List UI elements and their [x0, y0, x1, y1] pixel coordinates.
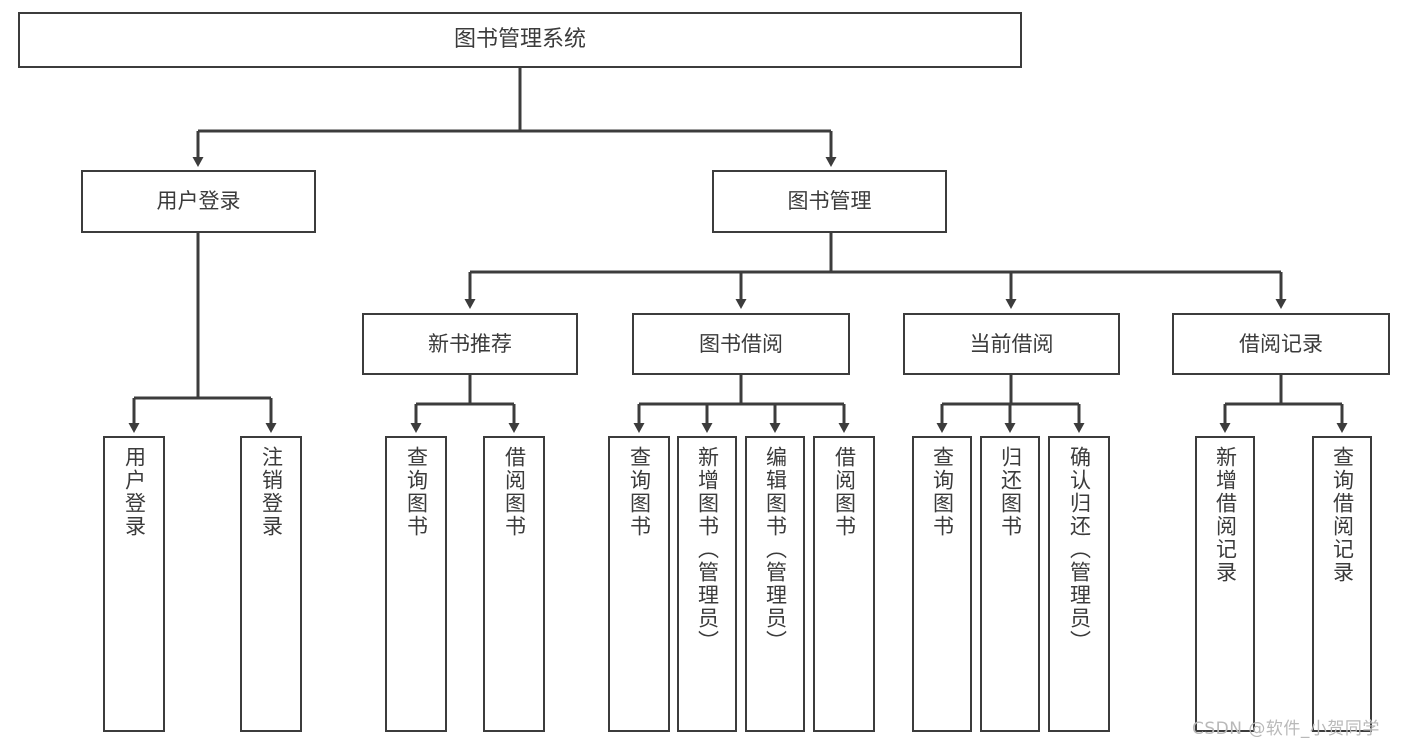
node-leaf-user-login-label: 用户登录: [122, 446, 147, 538]
node-leaf-confirm-return-label: 确认归还（管理员）: [1067, 446, 1092, 653]
node-leaf-add-book-label: 新增图书（管理员）: [695, 446, 720, 653]
node-leaf-query-record-label: 查询借阅记录: [1330, 446, 1355, 584]
node-leaf-user-logout[interactable]: 注销登录: [240, 436, 302, 732]
node-leaf-return-book-label: 归还图书: [998, 446, 1023, 538]
node-book-borrow-label: 图书借阅: [699, 331, 783, 356]
csdn-watermark: CSDN @软件_小贺同学: [1192, 719, 1380, 739]
node-leaf-borrow-book-1-label: 借阅图书: [502, 446, 527, 538]
node-new-book-recommend[interactable]: 新书推荐: [362, 313, 578, 375]
node-leaf-query-book-3[interactable]: 查询图书: [912, 436, 972, 732]
node-current-borrow[interactable]: 当前借阅: [903, 313, 1120, 375]
node-leaf-confirm-return[interactable]: 确认归还（管理员）: [1048, 436, 1110, 732]
node-leaf-query-book-1[interactable]: 查询图书: [385, 436, 447, 732]
node-leaf-edit-book-label: 编辑图书（管理员）: [763, 446, 788, 653]
node-root-label: 图书管理系统: [453, 27, 586, 53]
node-new-book-recommend-label: 新书推荐: [428, 331, 512, 356]
node-leaf-query-book-3-label: 查询图书: [930, 446, 955, 538]
node-leaf-query-book-2[interactable]: 查询图书: [608, 436, 670, 732]
node-current-borrow-label: 当前借阅: [969, 331, 1054, 356]
node-book-borrow[interactable]: 图书借阅: [632, 313, 850, 375]
node-root[interactable]: 图书管理系统: [18, 12, 1022, 68]
node-leaf-add-record-label: 新增借阅记录: [1213, 446, 1238, 584]
node-leaf-borrow-book-2[interactable]: 借阅图书: [813, 436, 875, 732]
node-leaf-borrow-book-1[interactable]: 借阅图书: [483, 436, 545, 732]
node-borrow-record-label: 借阅记录: [1239, 331, 1323, 356]
node-leaf-user-login[interactable]: 用户登录: [103, 436, 165, 732]
node-leaf-query-book-1-label: 查询图书: [404, 446, 429, 538]
node-borrow-record[interactable]: 借阅记录: [1172, 313, 1390, 375]
node-leaf-edit-book[interactable]: 编辑图书（管理员）: [745, 436, 805, 732]
node-user-login[interactable]: 用户登录: [81, 170, 316, 233]
node-leaf-user-logout-label: 注销登录: [259, 446, 284, 538]
node-leaf-query-record[interactable]: 查询借阅记录: [1312, 436, 1372, 732]
node-book-management[interactable]: 图书管理: [712, 170, 947, 233]
node-user-login-label: 用户登录: [156, 189, 241, 214]
node-leaf-borrow-book-2-label: 借阅图书: [832, 446, 857, 538]
node-leaf-query-book-2-label: 查询图书: [627, 446, 652, 538]
node-leaf-return-book[interactable]: 归还图书: [980, 436, 1040, 732]
node-leaf-add-record[interactable]: 新增借阅记录: [1195, 436, 1255, 732]
node-leaf-add-book[interactable]: 新增图书（管理员）: [677, 436, 737, 732]
node-book-management-label: 图书管理: [787, 189, 872, 214]
